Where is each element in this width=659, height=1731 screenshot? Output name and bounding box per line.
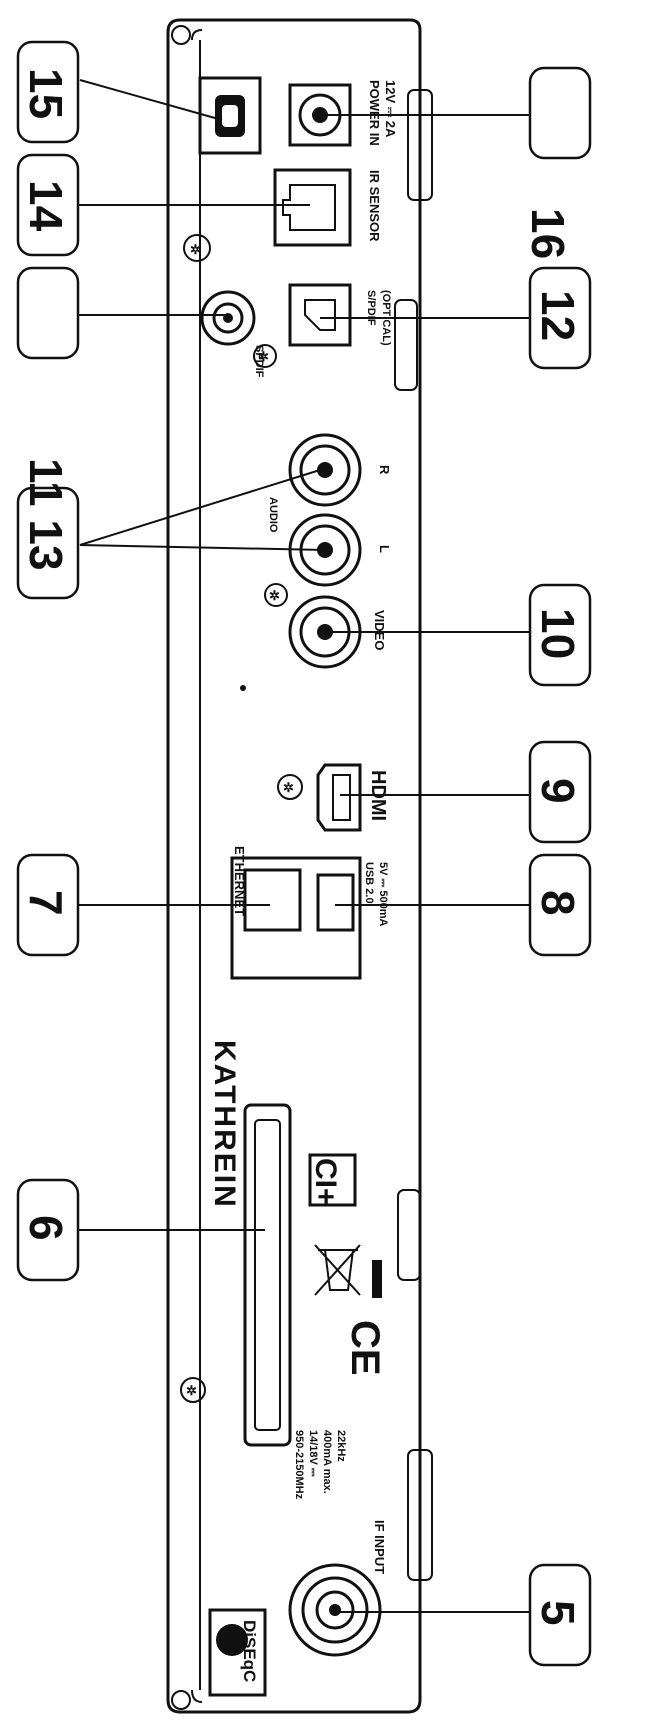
audio-l-label: L: [377, 545, 392, 553]
callout-box-blank-right: [528, 66, 592, 160]
optical-port-top: [198, 76, 262, 155]
ir-sensor-label: IR SENSOR: [367, 170, 382, 242]
if-spec-2: 14/18V ⎓: [307, 1430, 319, 1477]
audio-r-port: R: [288, 433, 392, 507]
callout-label-6: 6: [20, 1215, 72, 1241]
callout-box-10: [528, 583, 592, 687]
callout-box-14: [16, 153, 80, 257]
screw-icons: ✲ ✲ ✲ ✲ ✲: [171, 25, 303, 1710]
callout-label-7: 7: [20, 890, 72, 916]
ce-mark: CE: [343, 1320, 387, 1376]
weee-bin-icon: [314, 1244, 361, 1296]
ci-slot: KATHREIN CI+: [208, 1040, 357, 1447]
callout-label-12: 12: [532, 290, 584, 341]
usb-label-1: USB 2.0: [363, 862, 375, 904]
leader-lines: [78, 79, 530, 1613]
svg-text:✲: ✲: [258, 349, 269, 364]
if-spec-3: 400mA max.: [321, 1430, 333, 1494]
if-input-label: IF INPUT: [372, 1520, 387, 1574]
callout-label-8: 8: [532, 890, 584, 916]
callout-label-9: 9: [532, 778, 584, 804]
svg-text:✲: ✲: [186, 1383, 197, 1398]
spdif-coax-port: SPDIF: [200, 290, 265, 378]
callout-box-5: [528, 1563, 592, 1667]
compliance-marks: CE: [314, 1244, 387, 1376]
audio-r-label: R: [377, 465, 392, 475]
ir-sensor-port: IR SENSOR: [273, 168, 382, 247]
svg-text:✲: ✲: [269, 588, 280, 603]
brand-logo: KATHREIN: [208, 1040, 241, 1209]
callout-boxes: 15 14 16 12 11 13 10 9 7 8 6 5: [16, 40, 592, 1667]
power-label-1: POWER IN: [367, 80, 382, 146]
callout-box-8: [528, 853, 592, 957]
callout-box-15: [16, 40, 80, 144]
usb-label-2: 5V ⎓ 500mA: [377, 862, 389, 926]
ethernet-usb-block: ETHERNET USB 2.0 5V ⎓ 500mA: [230, 846, 389, 980]
callout-box-11-13: [16, 486, 80, 600]
hdmi-port: HDMI: [316, 763, 389, 832]
if-input-port: IF INPUT 950-2150MHz 14/18V ⎓ 400mA max.…: [288, 1430, 387, 1657]
callout-box-6: [16, 1178, 80, 1282]
svg-text:✲: ✲: [283, 780, 294, 795]
diseqc-version: 1.0: [225, 1640, 237, 1655]
optical-label-1: S/PDIF: [365, 290, 377, 326]
callout-label-10: 10: [532, 608, 584, 659]
audio-label: AUDIO: [267, 497, 279, 533]
diseqc-text: DiSEqC: [240, 1620, 259, 1682]
callout-box-12: [528, 266, 592, 370]
if-spec-4: 22kHz: [335, 1430, 347, 1462]
callout-label-5: 5: [532, 1600, 584, 1626]
callout-label-16: 16: [522, 208, 574, 259]
spdif-label: SPDIF: [253, 345, 265, 378]
power-port: POWER IN 12V ⎓ 2A: [288, 80, 398, 147]
ethernet-label: ETHERNET: [232, 846, 247, 916]
callout-label-14: 14: [20, 180, 72, 232]
diseqc-logo: DiSEqC 1.0: [208, 1608, 267, 1697]
if-spec-1: 950-2150MHz: [293, 1430, 305, 1500]
ci-plus-logo: CI+: [309, 1158, 342, 1206]
svg-text:✲: ✲: [190, 242, 201, 257]
video-label: VIDEO: [372, 610, 387, 650]
callout-label-11-13: 11 13: [20, 458, 72, 571]
callout-label-15: 15: [20, 68, 72, 119]
callout-box-blank-left: [16, 266, 80, 360]
callout-box-7: [16, 853, 80, 957]
optical-spdif-port: S/PDIF (OPTICAL): [288, 283, 392, 347]
callout-box-9: [528, 740, 592, 844]
power-label-2: 12V ⎓ 2A: [383, 80, 398, 138]
